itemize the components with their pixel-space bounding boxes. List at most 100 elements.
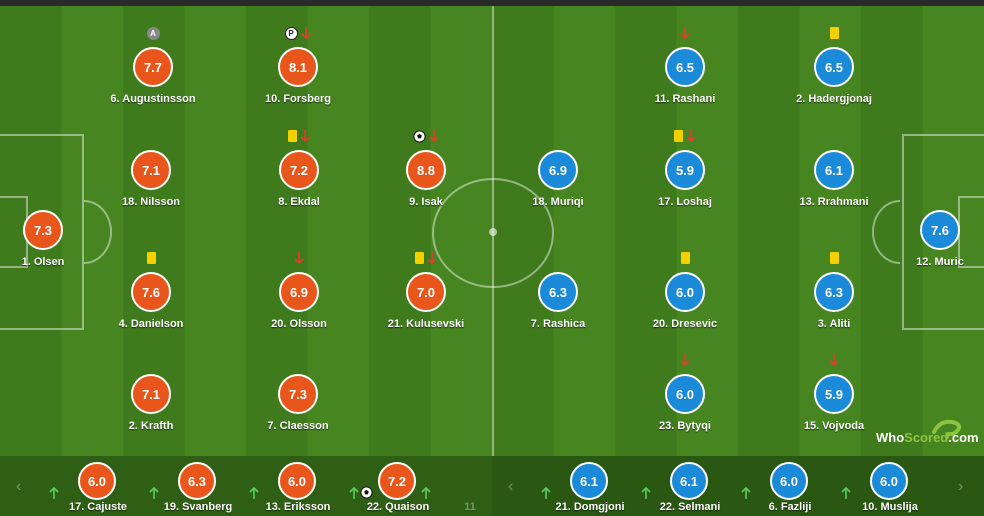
home-player[interactable]: 7.2 8. Ekdal — [229, 130, 369, 230]
substitute-name[interactable]: 11 — [464, 501, 476, 513]
logo-who: Who — [876, 430, 905, 445]
home-player[interactable]: 6.9 20. Olsson — [229, 252, 369, 352]
player-name[interactable]: 12. Muric — [916, 256, 964, 268]
player-name[interactable]: 1. Olsen — [21, 256, 65, 268]
home-player[interactable]: 7.1 18. Nilsson — [81, 150, 221, 230]
player-rating[interactable]: 7.1 — [131, 374, 171, 414]
away-player[interactable]: 7.6 12. Muric — [870, 210, 984, 290]
player-rating[interactable]: 7.6 — [131, 272, 171, 312]
player-rating[interactable]: 6.1 — [814, 150, 854, 190]
player-name[interactable]: 9. Isak — [409, 196, 443, 208]
whoscored-logo[interactable]: WhoScored.com — [876, 430, 979, 445]
away-player[interactable]: 5.9 15. Vojvoda — [764, 354, 904, 454]
player-name[interactable]: 10. Forsberg — [264, 93, 332, 105]
away-player[interactable]: 6.3 7. Rashica — [488, 272, 628, 352]
substitute-rating[interactable]: 6.1 — [670, 462, 708, 500]
player-rating[interactable]: 6.5 — [665, 47, 705, 87]
substitute-rating[interactable]: 6.1 — [570, 462, 608, 500]
home-player[interactable]: 8.8 9. Isak — [356, 129, 496, 230]
player-rating[interactable]: 6.9 — [538, 150, 578, 190]
player-name[interactable]: 7. Claesson — [267, 420, 329, 432]
player-name[interactable]: 20. Olsson — [271, 318, 327, 330]
player-name[interactable]: 8. Ekdal — [278, 196, 320, 208]
player-name[interactable]: 20. Dresevic — [652, 318, 718, 330]
player-rating[interactable]: 6.5 — [814, 47, 854, 87]
player-rating[interactable]: 7.3 — [278, 374, 318, 414]
sub-on-arrow-icon — [421, 486, 431, 499]
player-name[interactable]: 11. Rashani — [654, 93, 716, 105]
player-rating[interactable]: 6.3 — [814, 272, 854, 312]
substitute-rating[interactable]: 6.3 — [178, 462, 216, 500]
player-rating[interactable]: 6.9 — [279, 272, 319, 312]
away-player[interactable]: 6.5 2. Hadergjonaj — [764, 27, 904, 127]
substitute-name[interactable]: 13. Eriksson — [265, 501, 331, 513]
home-player[interactable]: 7.3 1. Olsen — [0, 210, 113, 290]
player-name[interactable]: 13. Rrahmani — [799, 196, 869, 208]
substitute-rating[interactable]: 6.0 — [78, 462, 116, 500]
player-name[interactable]: 2. Krafth — [128, 420, 174, 432]
player-rating[interactable]: 7.7 — [133, 47, 173, 87]
away-player[interactable]: 6.9 18. Muriqi — [488, 150, 628, 230]
player-name[interactable]: 17. Loshaj — [658, 196, 712, 208]
player-rating[interactable]: 6.0 — [665, 272, 705, 312]
player-rating[interactable]: 6.3 — [538, 272, 578, 312]
away-player[interactable]: 6.0 20. Dresevic — [615, 252, 755, 352]
player-rating[interactable]: 5.9 — [814, 374, 854, 414]
player-name[interactable]: 7. Rashica — [530, 318, 586, 330]
substitute-rating[interactable]: 6.0 — [870, 462, 908, 500]
player-rating[interactable]: 7.0 — [406, 272, 446, 312]
substitute-name[interactable]: 19. Svanberg — [163, 501, 233, 513]
player-rating[interactable]: 7.3 — [23, 210, 63, 250]
home-player[interactable]: 7.6 4. Danielson — [81, 252, 221, 352]
player-name[interactable]: 4. Danielson — [118, 318, 184, 330]
player-rating[interactable]: 5.9 — [665, 150, 705, 190]
player-name[interactable]: 3. Aliti — [817, 318, 851, 330]
player-rating[interactable]: 6.0 — [665, 374, 705, 414]
player-rating[interactable]: 7.2 — [279, 150, 319, 190]
substitute-name[interactable]: 17. Cajuste — [68, 501, 128, 513]
substitute-name[interactable]: 22. Quaison — [366, 501, 430, 513]
player-rating[interactable]: 8.8 — [406, 150, 446, 190]
player-rating[interactable]: 8.1 — [278, 47, 318, 87]
away-player[interactable]: 6.0 23. Bytyqi — [615, 354, 755, 454]
player-name[interactable]: 15. Vojvoda — [803, 420, 865, 432]
player-name[interactable]: 23. Bytyqi — [659, 420, 711, 432]
player-name[interactable]: 2. Hadergjonaj — [796, 93, 872, 105]
player-rating[interactable]: 7.6 — [920, 210, 960, 250]
substitute-rating[interactable]: 7.2 — [378, 462, 416, 500]
substitute-event-icon — [740, 486, 752, 500]
home-player[interactable]: 7.1 2. Krafth — [81, 374, 221, 454]
away-bench-prev-chevron-icon[interactable]: ‹ — [508, 478, 514, 495]
substitute-name[interactable]: 6. Fazliji — [768, 501, 812, 513]
away-player[interactable]: 6.5 11. Rashani — [615, 27, 755, 127]
home-substitute[interactable]: 11 — [410, 456, 530, 516]
substitute-rating[interactable]: 6.0 — [770, 462, 808, 500]
home-player[interactable]: 7.3 7. Claesson — [228, 374, 368, 454]
substitute-name[interactable]: 22. Selmani — [659, 501, 721, 513]
player-rating[interactable]: 7.1 — [131, 150, 171, 190]
substitute-name[interactable]: 10. Muslija — [862, 501, 918, 513]
substitute-rating[interactable]: 6.0 — [278, 462, 316, 500]
player-name[interactable]: 18. Nilsson — [121, 196, 181, 208]
away-bench-next-chevron-icon[interactable]: › — [958, 478, 964, 495]
player-event-icons — [910, 188, 970, 204]
player-name[interactable]: 6. Augustinsson — [110, 93, 196, 105]
home-bench-prev-chevron-icon[interactable]: ‹ — [16, 478, 22, 495]
substitute-name[interactable]: 21. Domgjoni — [555, 501, 625, 513]
away-player[interactable]: 6.3 3. Aliti — [764, 252, 904, 352]
away-player[interactable]: 6.1 13. Rrahmani — [764, 150, 904, 230]
player-name[interactable]: 18. Muriqi — [532, 196, 584, 208]
player-name[interactable]: 21. Kulusevski — [387, 318, 465, 330]
home-player[interactable]: 7.0 21. Kulusevski — [356, 252, 496, 352]
away-player[interactable]: 5.9 17. Loshaj — [615, 130, 755, 230]
